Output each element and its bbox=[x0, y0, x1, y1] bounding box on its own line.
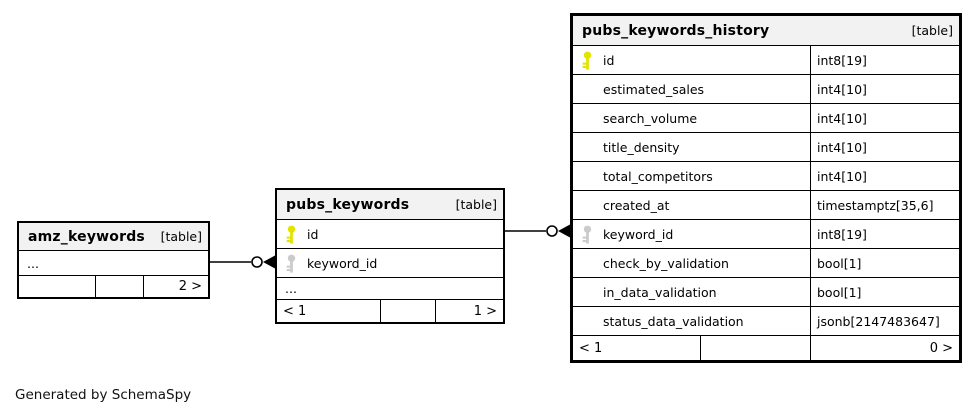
table-row: id bbox=[277, 219, 503, 248]
column-name: total_competitors bbox=[603, 168, 713, 184]
footer-cell bbox=[95, 276, 143, 297]
column-name: estimated_sales bbox=[603, 81, 705, 97]
column-type: bool[1] bbox=[810, 249, 959, 277]
table-row: created_at timestamptz[35,6] bbox=[573, 190, 959, 219]
column-type: int4[10] bbox=[810, 75, 959, 103]
table-type-badge: [table] bbox=[160, 229, 202, 244]
column-name: status_data_validation bbox=[603, 313, 744, 329]
column-type: bool[1] bbox=[810, 278, 959, 306]
zero-circle-marker bbox=[546, 225, 558, 237]
column-name: title_density bbox=[603, 139, 680, 155]
crowfoot-many-marker bbox=[558, 224, 570, 238]
table-type-badge: [table] bbox=[911, 23, 953, 38]
table-row: estimated_sales int4[10] bbox=[573, 74, 959, 103]
foreign-key-icon bbox=[582, 225, 592, 244]
table-type-badge: [table] bbox=[455, 197, 497, 212]
table-header: amz_keywords [table] bbox=[19, 223, 208, 250]
crowfoot-many-marker bbox=[263, 255, 275, 269]
table-row: ... bbox=[19, 250, 208, 275]
table-row: total_competitors int4[10] bbox=[573, 161, 959, 190]
foreign-key-icon bbox=[286, 254, 296, 273]
footer-parents-count: < 1 bbox=[283, 303, 307, 319]
table-footer: < 1 0 > bbox=[573, 335, 959, 360]
footer-cell bbox=[700, 336, 810, 360]
column-name: created_at bbox=[603, 197, 670, 213]
column-name: in_data_validation bbox=[603, 284, 717, 300]
footer-cell bbox=[380, 300, 435, 322]
table-header: pubs_keywords [table] bbox=[277, 190, 503, 219]
column-type: int4[10] bbox=[810, 133, 959, 161]
table-row: ... bbox=[277, 277, 503, 299]
column-type: int8[19] bbox=[810, 220, 959, 248]
table-name-link[interactable]: amz_keywords bbox=[28, 228, 145, 245]
relationship-amz_keywords-to-pubs_keywords bbox=[210, 255, 275, 269]
footer-children-count: 0 > bbox=[810, 336, 959, 360]
entity-table-pubs_keywords_history: pubs_keywords_history [table] id int8[19… bbox=[570, 13, 962, 363]
table-row: status_data_validation jsonb[2147483647] bbox=[573, 306, 959, 335]
column-ellipsis: ... bbox=[27, 255, 39, 271]
table-row: check_by_validation bool[1] bbox=[573, 248, 959, 277]
column-name: search_volume bbox=[603, 110, 698, 126]
column-type: int8[19] bbox=[810, 46, 959, 74]
column-type: jsonb[2147483647] bbox=[810, 307, 959, 335]
table-header: pubs_keywords_history [table] bbox=[573, 16, 959, 45]
column-name: check_by_validation bbox=[603, 255, 729, 271]
generated-by-note: Generated by SchemaSpy bbox=[15, 387, 192, 403]
footer-parents-count: < 1 bbox=[579, 340, 603, 356]
column-name: keyword_id bbox=[307, 255, 378, 271]
table-row: keyword_id int8[19] bbox=[573, 219, 959, 248]
relationship-pubs_keywords-to-pubs_keywords_history bbox=[505, 224, 570, 238]
table-row: in_data_validation bool[1] bbox=[573, 277, 959, 306]
column-name: id bbox=[307, 226, 319, 242]
table-row: id int8[19] bbox=[573, 45, 959, 74]
footer-cell bbox=[19, 276, 95, 297]
primary-key-icon bbox=[286, 225, 296, 244]
table-footer: < 1 1 > bbox=[277, 299, 503, 322]
column-type: timestamptz[35,6] bbox=[810, 191, 959, 219]
table-row: search_volume int4[10] bbox=[573, 103, 959, 132]
table-name-link[interactable]: pubs_keywords bbox=[286, 196, 410, 213]
column-ellipsis: ... bbox=[285, 281, 297, 296]
column-name: id bbox=[603, 52, 615, 68]
column-type: int4[10] bbox=[810, 104, 959, 132]
column-name: keyword_id bbox=[603, 226, 674, 242]
table-name-link[interactable]: pubs_keywords_history bbox=[582, 22, 770, 39]
table-row: keyword_id bbox=[277, 248, 503, 277]
footer-children-count: 2 > bbox=[143, 276, 208, 297]
column-type: int4[10] bbox=[810, 162, 959, 190]
footer-children-count: 1 > bbox=[435, 300, 503, 322]
table-row: title_density int4[10] bbox=[573, 132, 959, 161]
entity-table-pubs_keywords: pubs_keywords [table] id bbox=[275, 188, 505, 324]
primary-key-icon bbox=[582, 51, 592, 70]
table-footer: 2 > bbox=[19, 275, 208, 297]
entity-table-amz_keywords: amz_keywords [table] ... 2 > bbox=[17, 221, 210, 299]
zero-circle-marker bbox=[251, 256, 263, 268]
